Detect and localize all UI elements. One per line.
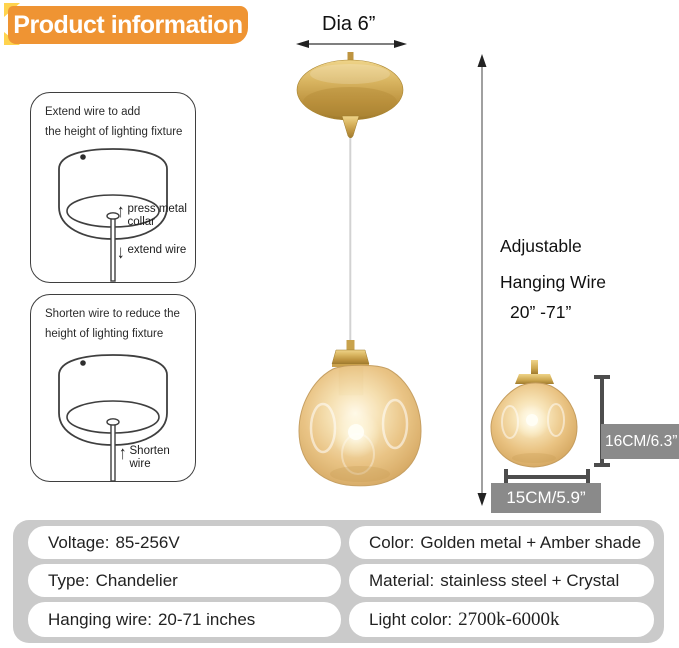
shade-dimension-illustration <box>490 360 578 468</box>
dimension-line <box>600 375 604 467</box>
spec-label: Voltage: <box>48 532 110 552</box>
canopy-diagram <box>58 354 168 481</box>
shade-stem <box>531 360 538 374</box>
spec-value: 2700k-6000k <box>458 608 560 630</box>
spec-label: Material: <box>369 570 435 590</box>
dimension-cap <box>594 463 610 467</box>
instruction-line: Shorten wire to reduce the <box>45 308 180 320</box>
spec-label: Hanging wire: <box>48 609 152 629</box>
canopy-diagram <box>58 148 168 282</box>
label-text: extend wire <box>127 244 187 256</box>
hanging-wire <box>349 138 352 352</box>
product-info-banner: Product information <box>8 6 248 44</box>
diameter-arrow-icon <box>296 40 407 48</box>
extend-wire-label: ↓ extend wire <box>117 241 187 263</box>
press-collar-label: ↑ press metal collar <box>117 200 190 229</box>
spec-value: Chandelier <box>95 570 178 590</box>
instruction-line: Extend wire to add <box>45 106 141 118</box>
shorten-wire-label: ↑ Shorten wire <box>119 442 192 471</box>
dimension-cap <box>586 469 590 485</box>
spec-item-type: Type: Chandelier <box>28 564 341 597</box>
glass-shade <box>298 340 422 488</box>
banner-title: Product information <box>13 10 243 39</box>
width-dimension-bar <box>504 469 590 485</box>
instruction-title: Shorten wire to reduce the height of lig… <box>45 304 180 344</box>
spec-value: 85-256V <box>115 532 180 552</box>
adjustable-line: Hanging Wire <box>500 272 607 292</box>
screw-icon <box>80 360 86 366</box>
spec-value: 20-71 inches <box>157 609 256 629</box>
spec-item-color: Color: Golden metal + Amber shade <box>349 526 654 559</box>
instruction-line: the height of lighting fixture <box>45 126 183 138</box>
extend-wire-instruction-box: Extend wire to add the height of lightin… <box>30 92 196 283</box>
wire-line <box>110 424 116 481</box>
spec-value: stainless steel + Crystal <box>440 570 620 590</box>
label-text: Shorten wire <box>129 445 170 470</box>
wire-line <box>110 218 116 282</box>
spec-value: Golden metal + Amber shade <box>420 532 642 552</box>
bulb <box>348 424 364 440</box>
wire-range: 20” -71” <box>510 302 572 322</box>
spec-item-hanging-wire: Hanging wire: 20-71 inches <box>28 602 341 637</box>
diameter-label: Dia 6” <box>322 13 376 35</box>
adjustable-line: Adjustable <box>500 236 582 256</box>
label-text: press metal collar <box>127 203 187 228</box>
shade-height-label: 16CM/6.3” <box>601 424 679 459</box>
bulb <box>526 414 538 426</box>
spec-label: Type: <box>48 570 90 590</box>
spec-item-light-color: Light color: 2700k-6000k <box>349 602 654 637</box>
instruction-line: height of lighting fixture <box>45 328 164 340</box>
dimension-line <box>504 475 590 479</box>
height-dimension-bar <box>594 375 610 467</box>
metal-collar <box>106 418 120 426</box>
down-arrow-icon: ↓ <box>117 241 125 263</box>
spec-item-voltage: Voltage: 85-256V <box>28 526 341 559</box>
spec-panel: Voltage: 85-256V Color: Golden metal + A… <box>13 520 664 643</box>
adjustable-range-arrow-icon <box>477 54 487 506</box>
up-arrow-icon: ↑ <box>117 200 125 222</box>
up-arrow-icon: ↑ <box>119 442 127 464</box>
pendant-lamp-illustration <box>296 40 422 488</box>
spec-item-material: Material: stainless steel + Crystal <box>349 564 654 597</box>
screw-icon <box>80 154 86 160</box>
spec-label: Color: <box>369 532 415 552</box>
adjustable-wire-note: Adjustable Hanging Wire 20” -71” <box>500 236 606 338</box>
shorten-wire-instruction-box: Shorten wire to reduce the height of lig… <box>30 294 196 482</box>
shade-width-label: 15CM/5.9” <box>491 483 601 513</box>
ceiling-canopy <box>296 52 404 139</box>
shade-cap <box>515 374 554 384</box>
spec-label: Light color: <box>369 609 453 629</box>
instruction-title: Extend wire to add the height of lightin… <box>45 102 182 142</box>
